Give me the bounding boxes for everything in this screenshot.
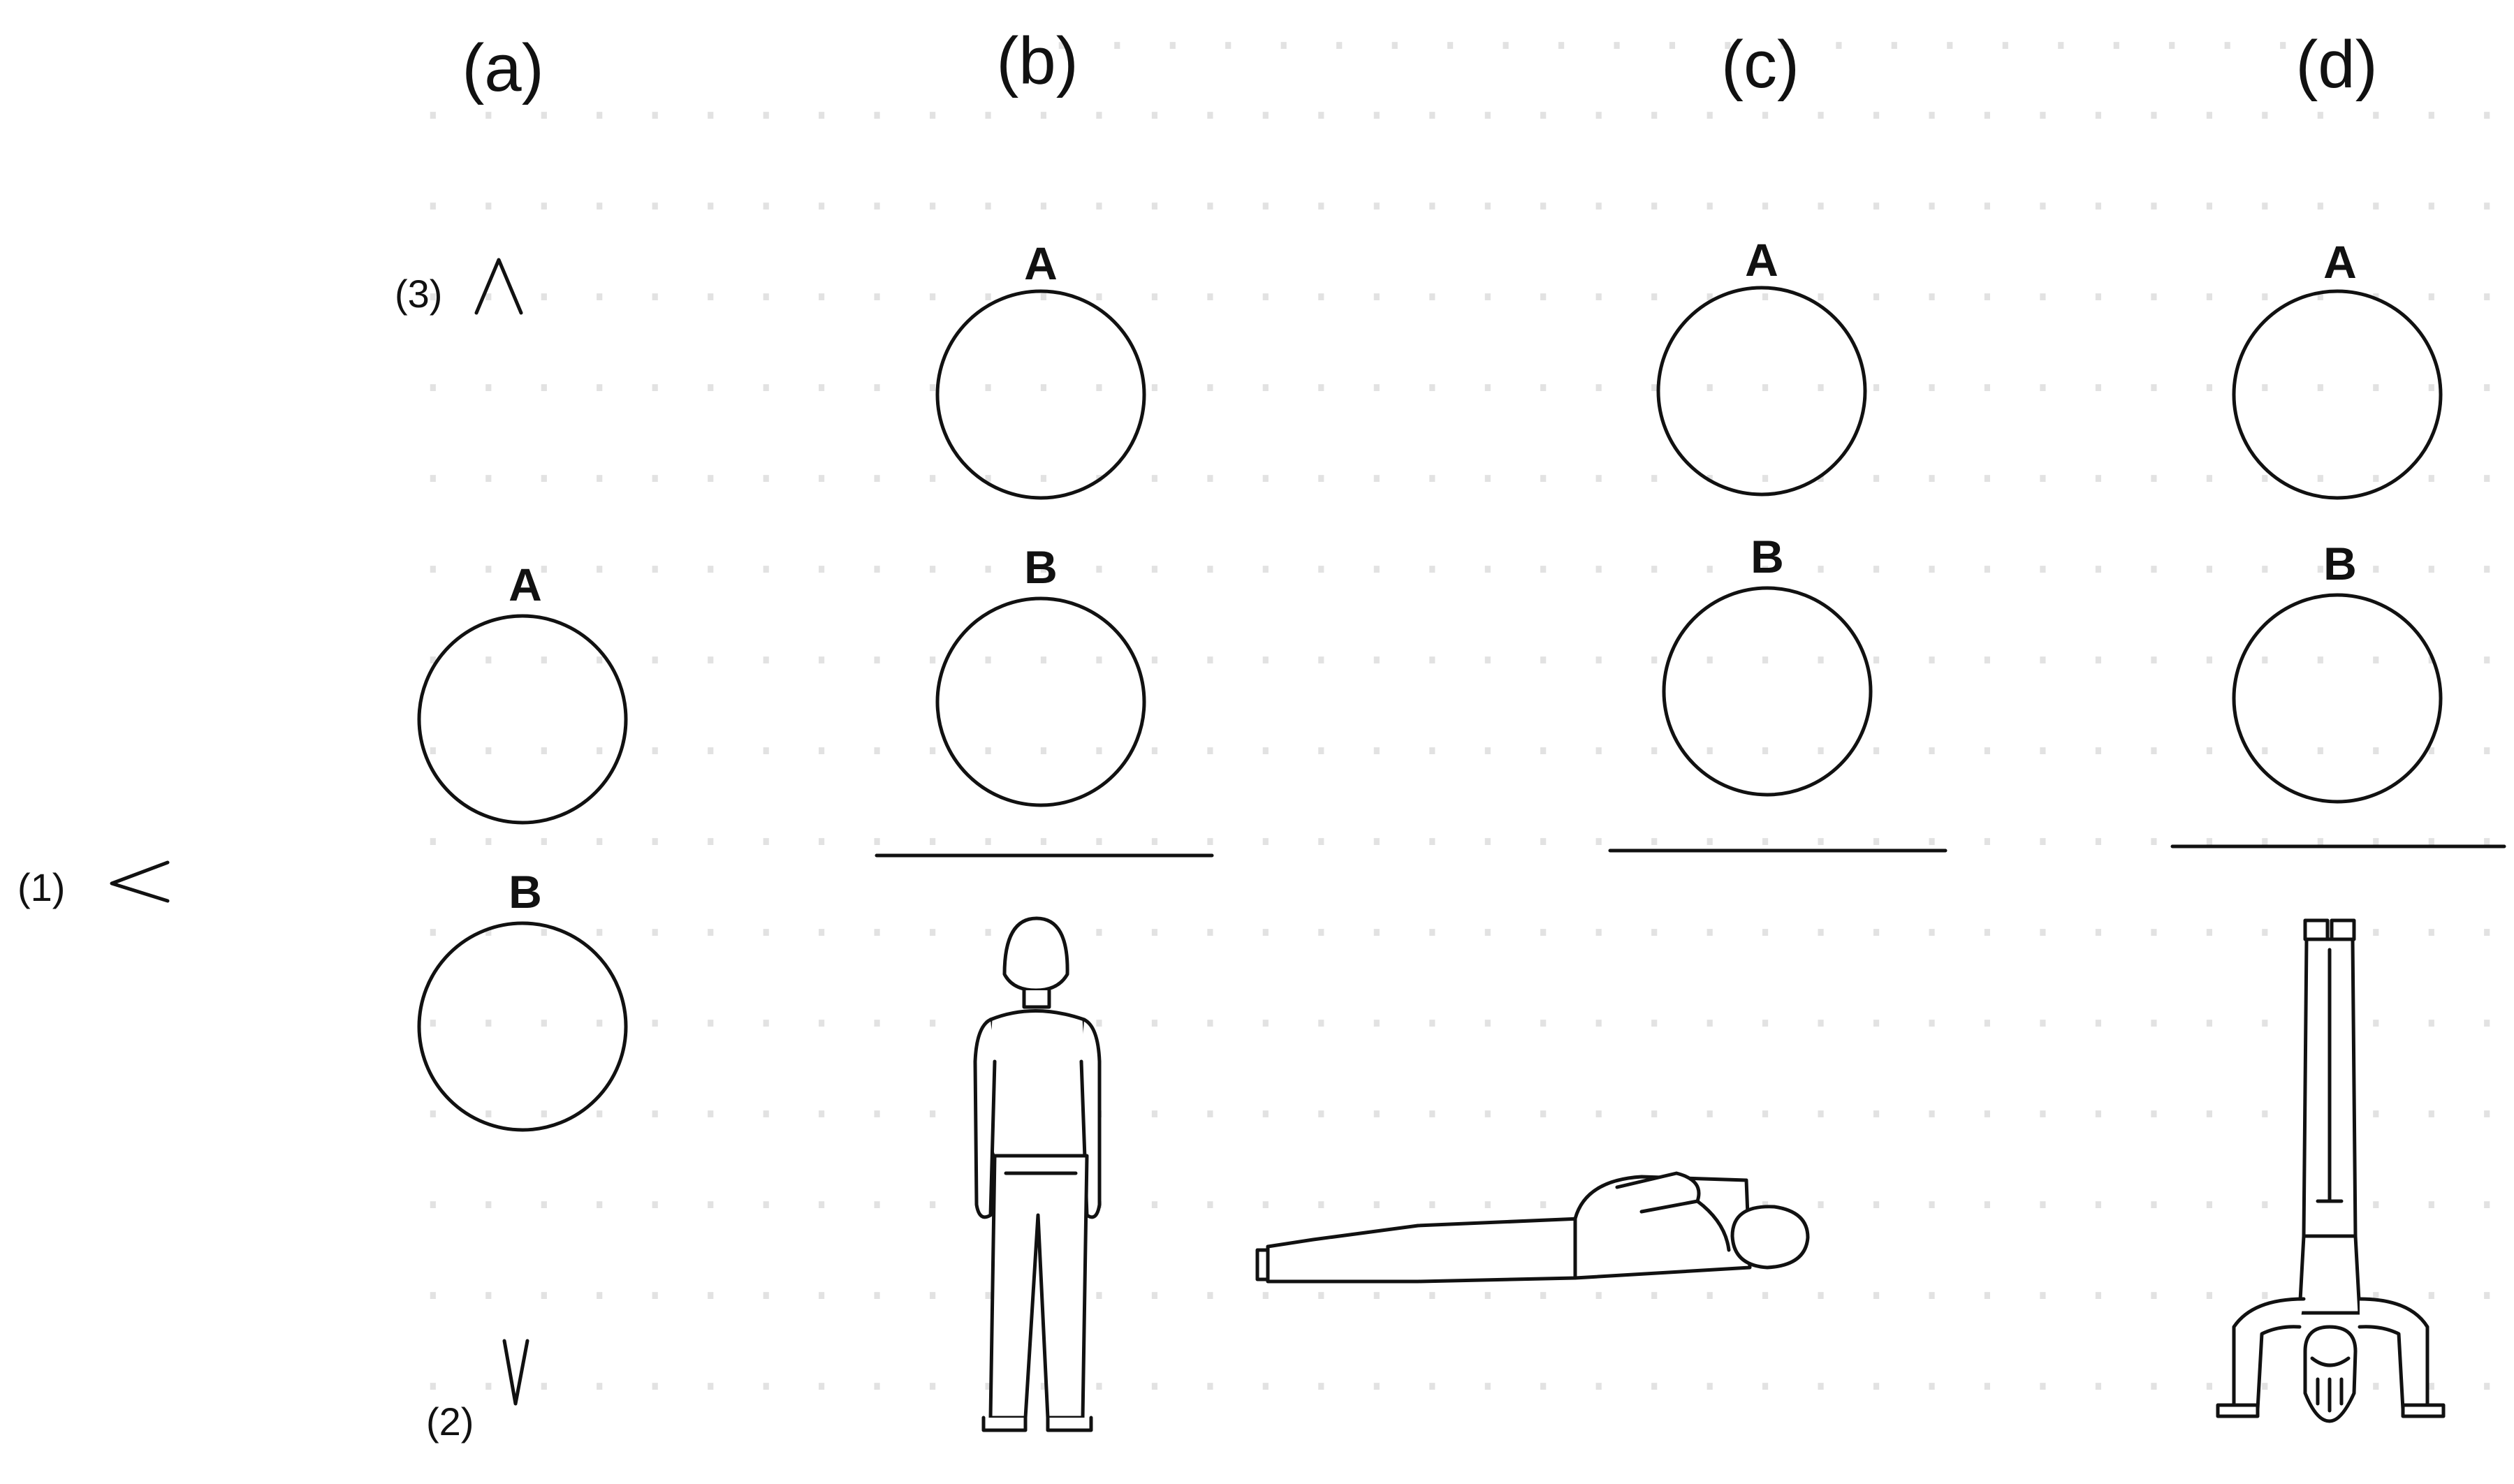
svg-text:. . . . . . . . . . . . . . .: . . . . . . . . . . . . . . . . . . . . … [419,1166,2514,1219]
circle-b [2232,593,2443,804]
svg-text:. . . . . . . . . . . . . . .: . . . . . . . . . . . . . . . . . . . . … [419,76,2514,130]
circle-label-b: B [509,866,542,918]
svg-text:. . . . . . . . . . . . . . .: . . . . . . . . . . . . . . . . . . . . … [419,984,2514,1038]
circle-a [935,289,1146,500]
panel-label-a: (a) [462,31,543,105]
svg-text:. . . . . . . . . . . . . . .: . . . . . . . . . . . . . . . . . . . . … [419,893,2514,947]
circle-a [417,614,628,825]
panel-b: A B [875,237,1214,1432]
circle-b [417,921,628,1132]
svg-text:. . . . . . . . . . . . . . .: . . . . . . . . . . . . . . . . . . . . … [419,530,2514,584]
panel-label-c: (c) [1721,27,1799,102]
option-2-label: (2) [426,1399,474,1443]
option-1-label: (1) [17,865,65,909]
lying-person [1255,1171,1810,1284]
circle-label-a: A [509,559,542,610]
circle-b [1662,586,1873,797]
inverted-person [2216,918,2446,1423]
caret-up-icon [474,258,523,315]
circle-b [935,596,1146,807]
svg-text:. . . . . . . . . . . . . . .: . . . . . . . . . . . . . . . . . . . . … [419,1075,2514,1129]
svg-text:. . . . . . . . . . . . . . .: . . . . . . . . . . . . . . . . . . . . … [419,258,2514,311]
answer-option-2: (2) [426,1339,529,1443]
standing-person [973,916,1102,1432]
circle-label-a: A [1024,237,1058,289]
circle-a [2232,289,2443,500]
svg-text:. . . . . . . . . . . . . . .: . . . . . . . . . . . . . . . . . . . . … [419,621,2514,675]
svg-text:. . . . . . . . . . . . . . .: . . . . . . . . . . . . . . . . . . . . … [419,1347,2514,1401]
circle-label-a: A [1745,234,1778,286]
answer-option-3: (3) [395,258,523,316]
panel-label-d: (d) [2295,27,2377,102]
circle-label-b: B [1751,531,1784,582]
circle-label-b: B [2323,538,2357,589]
option-3-label: (3) [395,272,442,316]
panel-c: A B [1255,234,1947,1284]
background-show-through: . . . . . . . . . . . . . . . . . . . . … [419,6,2514,1401]
svg-text:. . . . . . . . . . . . . . .: . . . . . . . . . . . . . . . . . . . . … [419,802,2514,856]
circle-label-b: B [1024,541,1058,593]
svg-text:. . . . . . . . . . . . . . .: . . . . . . . . . . . . . . . . . . . . … [419,167,2514,221]
circle-label-a: A [2323,236,2357,288]
panel-d: A B [2170,236,2506,1423]
svg-text:. . . . . . . . . . . . . . .: . . . . . . . . . . . . . . . . . . . . … [1048,6,2297,60]
svg-text:. . . . . . . . . . . . . . .: . . . . . . . . . . . . . . . . . . . . … [419,439,2514,493]
answer-option-1: (1) [17,860,170,909]
panel-label-b: (b) [996,24,1078,98]
caret-left-icon [110,860,170,903]
circle-a [1656,286,1867,497]
svg-text:. . . . . . . . . . . . . . .: . . . . . . . . . . . . . . . . . . . . … [419,348,2514,402]
svg-text:. . . . . . . . . . . . . . .: . . . . . . . . . . . . . . . . . . . . … [419,712,2514,765]
caret-down-icon [502,1339,529,1406]
panel-a: A B [417,559,628,1132]
